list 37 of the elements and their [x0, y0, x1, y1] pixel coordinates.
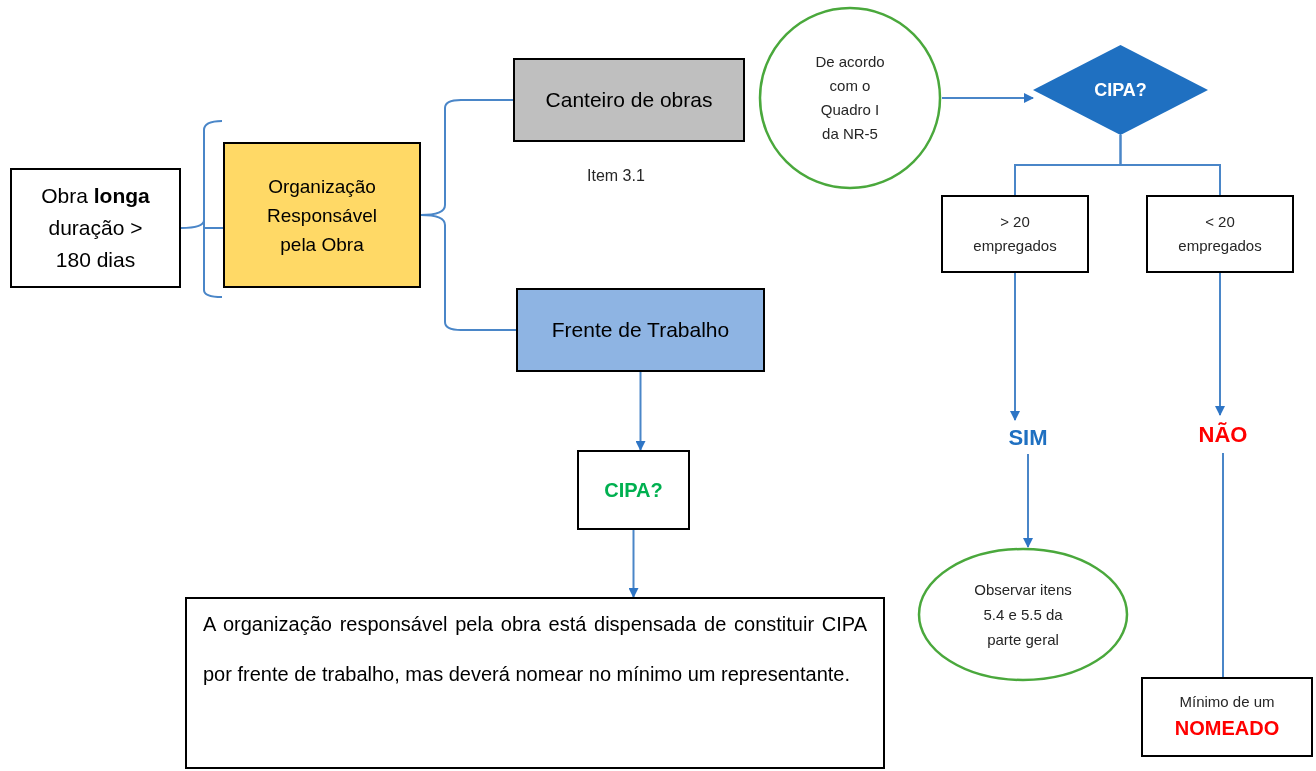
- node-text: > 20 empregados: [972, 212, 1058, 256]
- node-text: De acordo com o Quadro I da NR-5: [814, 52, 886, 144]
- arrow: [1215, 272, 1225, 416]
- outcome-ellipse: [917, 547, 1129, 682]
- reference-label: Item 3.1: [587, 166, 645, 186]
- node-text: CIPA?: [604, 478, 663, 503]
- node-text: Canteiro de obras: [545, 87, 713, 114]
- node-text: Observar itens 5.4 e 5.5 da parte geral: [973, 580, 1073, 650]
- node-text: Organização Responsável pela Obra: [267, 174, 377, 257]
- answer-text: NÃO: [1198, 420, 1248, 449]
- bracket-connector: [180, 120, 224, 298]
- reference-circle: [758, 6, 942, 190]
- arrow: [941, 93, 1034, 103]
- condition-box: [1146, 195, 1294, 273]
- arrow: [1010, 272, 1020, 421]
- node-text: A organização responsável pela obra está dispensada de constituir CIPA por frente de trabalho, mas deverá nomear no mínimo um representante.: [203, 612, 867, 687]
- note-box: [185, 597, 885, 769]
- node-text: Frente de Trabalho: [551, 317, 730, 344]
- connector-line: [1119, 134, 1221, 196]
- arrow: [628, 529, 639, 598]
- arrow: [635, 371, 646, 451]
- process-box: [516, 288, 765, 372]
- node-text: NOMEADO: [1174, 716, 1280, 742]
- process-box: [223, 142, 421, 288]
- condition-box: [941, 195, 1089, 273]
- outcome-box: [1141, 677, 1313, 757]
- answer-text: SIM: [1008, 423, 1048, 452]
- decision-diamond: [1033, 45, 1208, 135]
- arrow: [1023, 453, 1033, 548]
- connector-line: [1222, 452, 1224, 678]
- node-text: < 20 empregados: [1177, 212, 1263, 256]
- decision-box: [577, 450, 690, 530]
- node-text: Obra longa duração > 180 dias: [40, 183, 151, 273]
- bracket-connector: [420, 214, 517, 331]
- node-text: Mínimo de um: [1179, 691, 1275, 712]
- process-box: [10, 168, 181, 288]
- node-text: CIPA?: [1094, 78, 1147, 102]
